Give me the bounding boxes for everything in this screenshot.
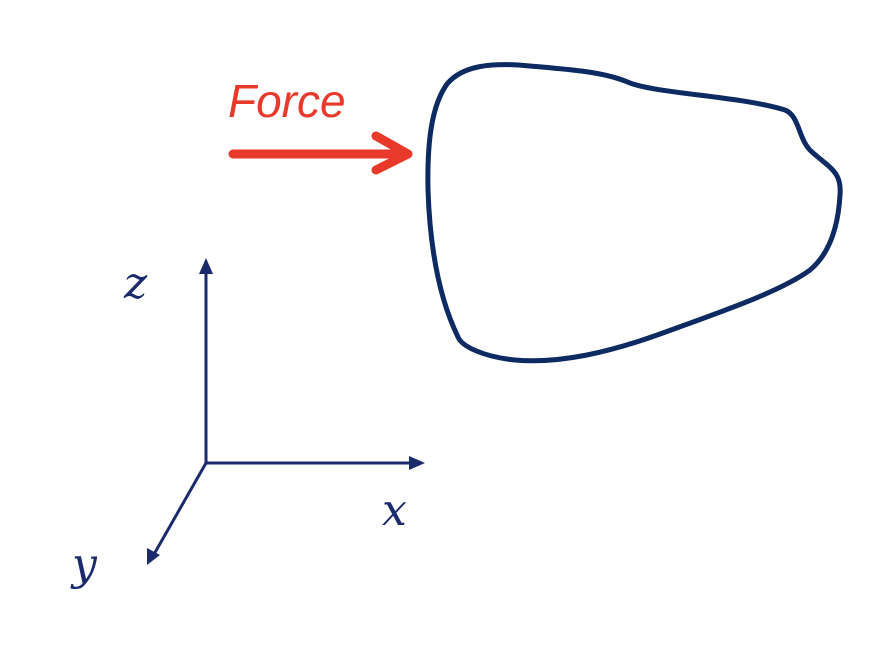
z-axis-label: z xyxy=(123,258,148,309)
x-axis-label: x xyxy=(382,485,407,536)
coordinate-axes xyxy=(147,258,425,565)
y-axis-arrowhead xyxy=(147,548,160,565)
force-label: Force xyxy=(228,75,346,127)
y-axis-label: y xyxy=(70,539,98,590)
body-outline xyxy=(425,62,843,364)
force-arrow xyxy=(228,131,413,175)
y-axis-line xyxy=(151,462,208,557)
z-axis-arrowhead xyxy=(199,258,213,274)
x-axis-arrowhead xyxy=(409,456,425,470)
force-arrow-head xyxy=(371,131,413,175)
